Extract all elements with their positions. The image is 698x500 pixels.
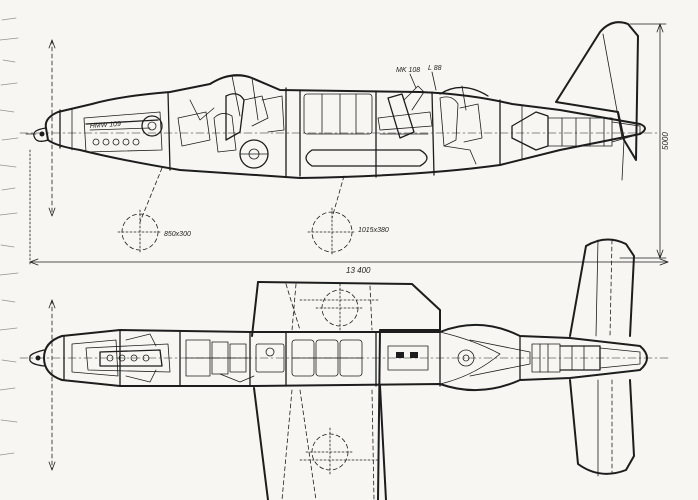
fuel-tanks-side (303, 93, 429, 167)
front-engine-top (71, 333, 255, 383)
rear-engine-top (531, 343, 641, 373)
top-view (19, 238, 669, 500)
fuselage-side (25, 74, 646, 179)
gun-label: MK 108 (396, 67, 420, 74)
canopy-side (209, 75, 489, 121)
gun-leader-line (409, 73, 417, 89)
tail-plane-top (569, 238, 635, 477)
rear-engine-side (19, 111, 661, 151)
tail-fin-side (555, 21, 639, 181)
seat-leader-line (431, 71, 437, 91)
main-gear-side (307, 175, 357, 257)
seat-label: L 88 (428, 65, 442, 72)
rear-cockpit-side (377, 85, 483, 165)
engine-label: HMW 109 (90, 121, 122, 130)
left-dimension-top (48, 299, 56, 471)
nose-wheel-label: 850x300 (164, 231, 191, 238)
side-view: MK 108 L 88 HMW 109 850x300 1015x380 13 … (19, 21, 670, 275)
height-value: 5000 (661, 132, 670, 150)
wing-top (251, 281, 441, 500)
centre-section-top (255, 339, 475, 377)
nose-gear-side (117, 167, 163, 255)
length-value: 13 400 (346, 266, 371, 275)
front-engine-side (83, 99, 215, 153)
height-dimension (619, 23, 667, 259)
left-height-dimension (48, 39, 56, 217)
main-wheel-label: 1015x380 (358, 227, 389, 234)
scan-margin-smudges (0, 17, 19, 456)
front-cockpit-side (213, 93, 285, 169)
length-dimension (29, 149, 669, 267)
